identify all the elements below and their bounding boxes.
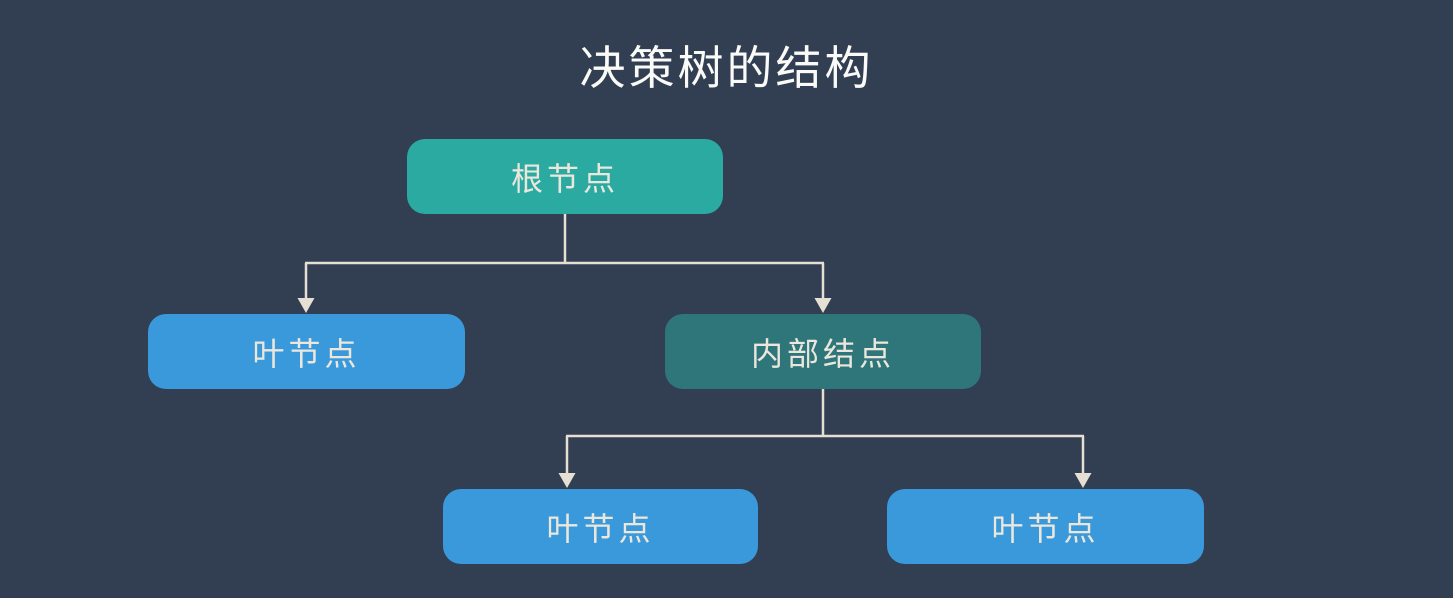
tree-node-root[interactable]: 根节点 [407,139,723,214]
edge-internal-to-children [565,389,1085,476]
diagram-title: 决策树的结构 [579,42,874,94]
arrow-down-icon [297,298,315,313]
tree-node-leaf-bottom-left[interactable]: 叶节点 [443,489,758,564]
tree-node-internal[interactable]: 内部结点 [665,314,981,389]
edge-root-to-children [304,214,825,301]
connector-arrowheads [297,298,1092,488]
tree-node-leaf-left[interactable]: 叶节点 [148,314,465,389]
arrow-down-icon [558,473,576,488]
tree-node-leaf-bottom-right[interactable]: 叶节点 [887,489,1204,564]
connector-strokes [304,214,1085,476]
arrow-down-icon [814,298,832,313]
arrow-down-icon [1074,473,1092,488]
